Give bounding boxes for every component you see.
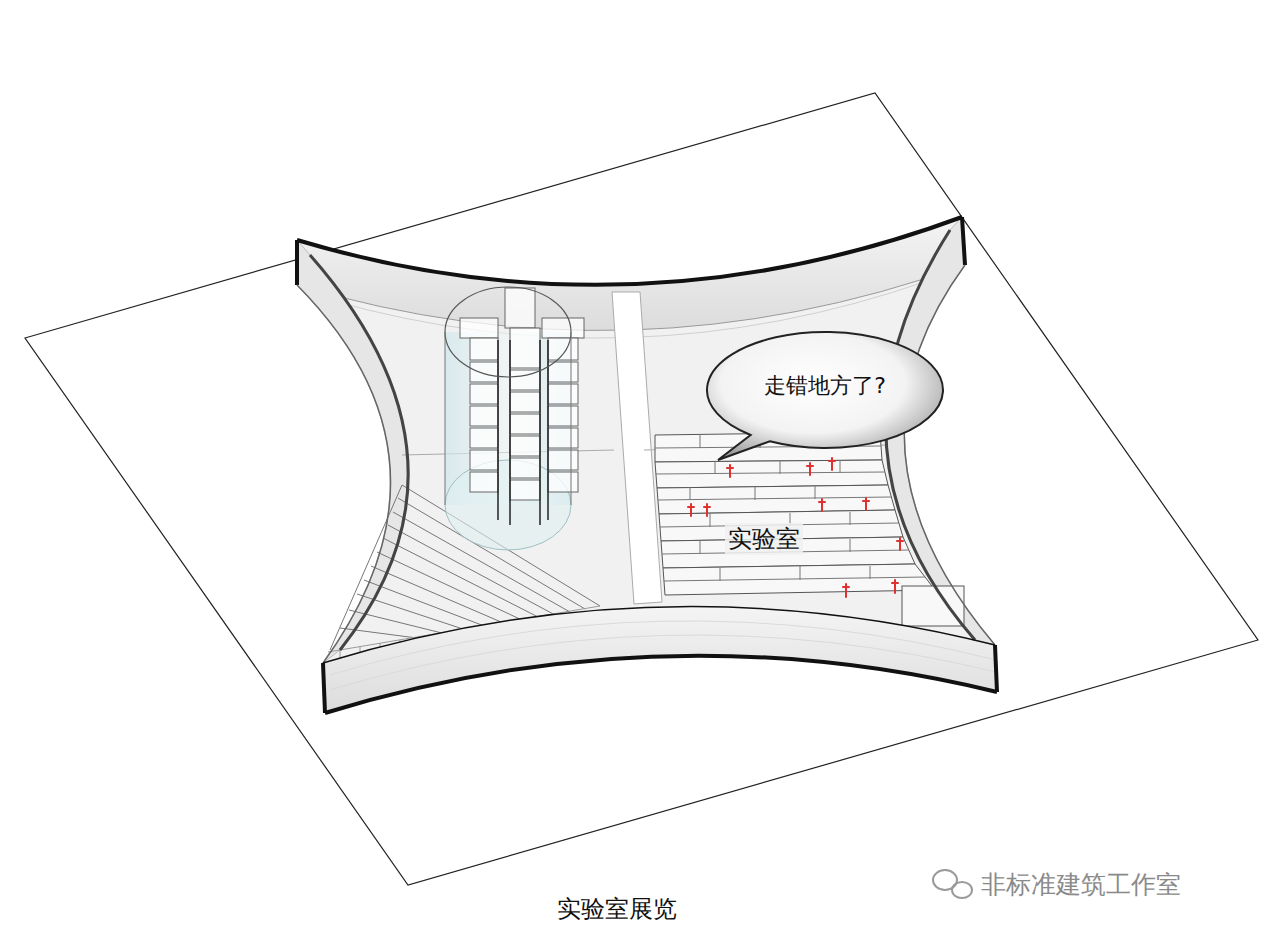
speech-bubble: 走错地方了? [705, 330, 945, 450]
front-wall [323, 607, 997, 713]
wall-outlines [297, 217, 997, 713]
left-wall-face [297, 240, 408, 663]
glass-cylinder [445, 287, 584, 550]
room-label: 实验室 [725, 523, 803, 555]
figure-caption: 实验室展览 [557, 893, 677, 925]
lab-steps [655, 432, 964, 626]
lab-step-divisions [655, 433, 925, 581]
bubble-text: 走错地方了? [764, 371, 886, 401]
people-figures [688, 458, 903, 597]
wechat-icon [933, 870, 972, 898]
watermark: 非标准建筑工作室 [978, 868, 1184, 901]
ground-plane [25, 93, 1258, 885]
